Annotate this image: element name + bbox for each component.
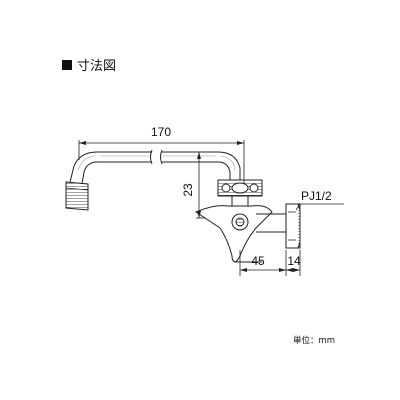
dimension-14-label: 14	[287, 254, 301, 268]
spout-nozzle	[65, 181, 89, 211]
dimension-23	[196, 151, 205, 219]
thread-label: PJ1/2	[301, 189, 332, 203]
dimension-170-label: 170	[151, 125, 171, 139]
dimension-45-label: 45	[251, 254, 265, 268]
unit-note: 単位：mm	[293, 336, 336, 346]
wall-flange	[285, 203, 301, 249]
dimension-23-label: 23	[181, 183, 195, 197]
thread-leader	[295, 203, 344, 211]
section-title: 寸法図	[62, 55, 116, 74]
faucet-body	[194, 179, 286, 263]
dimension-45-14	[239, 250, 301, 276]
square-bullet-icon	[62, 59, 72, 70]
section-title-text: 寸法図	[77, 59, 117, 74]
spout-pipe	[69, 149, 241, 185]
